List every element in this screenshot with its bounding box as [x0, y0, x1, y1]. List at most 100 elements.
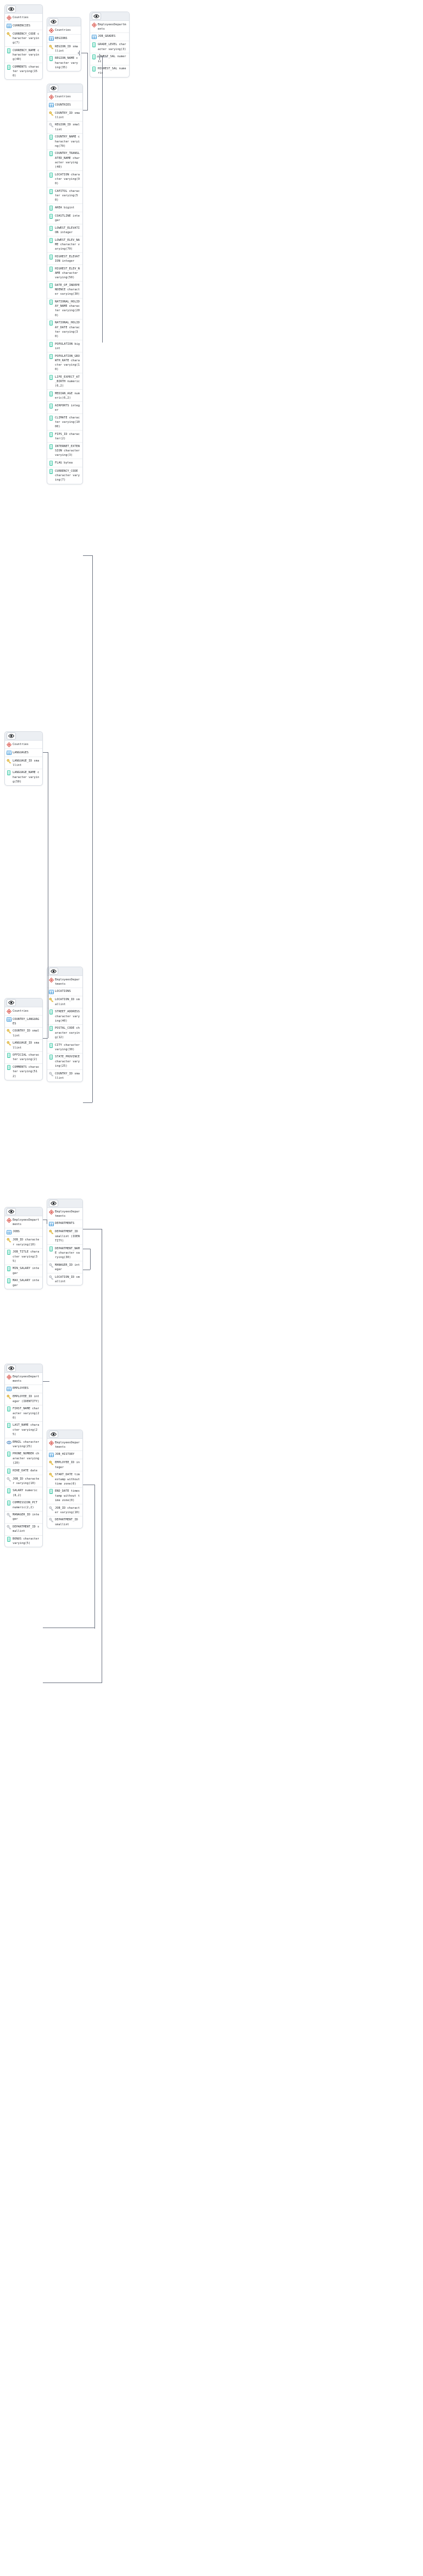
column-fk[interactable]: REGION_ID smallint — [47, 122, 82, 134]
column-col[interactable]: FIRST_NAME character varying(20) — [5, 1405, 42, 1422]
column-col[interactable]: CLIMATE character varying(1000) — [47, 414, 82, 431]
table-name[interactable]: DEPARTMENTS — [47, 1220, 82, 1228]
schema-name[interactable]: EmployeesDepartments — [90, 21, 129, 33]
table-name[interactable]: LOCATIONS — [47, 988, 82, 996]
column-col[interactable]: LAST_NAME character varying(25) — [5, 1422, 42, 1439]
column-col[interactable]: COMMENTS character varying(150) — [5, 63, 42, 79]
column-pk[interactable]: DEPARTMENT_ID smallint (IDENTITY) — [47, 1228, 82, 1245]
schema-name[interactable]: Countries — [5, 1007, 42, 1016]
column-fk[interactable]: JOB_ID character varying(10) — [47, 1504, 82, 1516]
column-col[interactable]: MAX_SALARY integer — [5, 1277, 42, 1289]
column-fk[interactable]: MANAGER_ID integer — [47, 1261, 82, 1274]
column-col[interactable]: HIGHEST_ELEV_NAME character varying(50) — [47, 265, 82, 282]
visibility-toggle-button[interactable] — [49, 1431, 58, 1438]
column-col[interactable]: FIPS_ID character(2) — [47, 431, 82, 443]
schema-name[interactable]: Countries — [47, 26, 81, 35]
column-col[interactable]: CAPITOL character varying(50) — [47, 187, 82, 205]
column-col[interactable]: INTERNET_EXTENSION character varying(3) — [47, 443, 82, 460]
column-fk[interactable]: DEPARTMENT_ID smallint — [47, 1516, 82, 1528]
schema-name[interactable]: Countries — [47, 93, 82, 101]
column-col[interactable]: STATE_PROVINCE character varying(25) — [47, 1053, 82, 1071]
column-pk[interactable]: LOCATION_ID smallint — [47, 996, 82, 1008]
table-name[interactable]: JOB_GRADES — [90, 33, 129, 41]
column-pk[interactable]: LANGUAGE_ID smallint — [5, 757, 42, 769]
table-name[interactable]: COUNTRIES — [47, 101, 82, 109]
column-col[interactable]: NATIONAL_HOLIDAY_NAME character varying(… — [47, 299, 82, 319]
column-fk[interactable]: MANAGER_ID integer — [5, 1512, 42, 1524]
table-name[interactable]: CURRENCIES — [5, 22, 42, 30]
schema-name[interactable]: EmployeesDepartments — [47, 1208, 82, 1220]
column-col[interactable]: END_DATE timestamp without time zone(0) — [47, 1488, 82, 1505]
column-col[interactable]: BONUS character varying(5) — [5, 1536, 42, 1547]
visibility-toggle-button[interactable] — [7, 1365, 16, 1372]
visibility-toggle-button[interactable] — [7, 5, 16, 13]
column-col[interactable]: GRADE_LEVEL character varying(3) — [90, 41, 129, 53]
table-name[interactable]: JOB_HISTORY — [47, 1451, 82, 1459]
column-col[interactable]: FLAG bytea — [47, 459, 82, 468]
column-pk[interactable]: START_DATE timestamp without time zone(0… — [47, 1471, 82, 1488]
table-name[interactable]: REGIONS — [47, 35, 81, 43]
schema-name[interactable]: EmployeesDepartments — [47, 1439, 82, 1451]
column-col[interactable]: MIN_SALARY integer — [5, 1265, 42, 1277]
column-col[interactable]: CURRENCY_CODE character varying(7) — [47, 467, 82, 483]
visibility-toggle-button[interactable] — [49, 18, 58, 25]
visibility-toggle-button[interactable] — [7, 1208, 16, 1215]
column-col[interactable]: HIGHEST_SAL numeric — [90, 65, 129, 77]
column-fk[interactable]: COUNTRY_ID smallint — [47, 1070, 82, 1082]
visibility-toggle-button[interactable] — [92, 13, 101, 20]
column-col[interactable]: AIRPORTS integer — [47, 402, 82, 415]
column-col[interactable]: LOWEST_ELEV_NAME character varying(70) — [47, 236, 82, 253]
visibility-toggle-button[interactable] — [7, 999, 16, 1006]
column-col[interactable]: COUNTRY_TRANSLATED_NAME character varyin… — [47, 150, 82, 172]
schema-name[interactable]: EmployeesDepartments — [5, 1373, 42, 1385]
column-col[interactable]: PHONE_NUMBER character varying(20) — [5, 1450, 42, 1468]
column-col[interactable]: REGION_NAME character varying(35) — [47, 55, 81, 71]
column-col[interactable]: COMMENTS character varying(512) — [5, 1064, 42, 1080]
column-col[interactable]: AREA bigint — [47, 204, 82, 213]
column-fk[interactable]: DEPARTMENT_ID smallint — [5, 1524, 42, 1536]
column-col[interactable]: LIFE_EXPECT_AT_BIRTH numeric(6,2) — [47, 373, 82, 390]
column-col[interactable]: LOWEST_ELEVATION integer — [47, 224, 82, 237]
column-pk[interactable]: COUNTRY_ID smallint — [47, 109, 82, 122]
schema-name[interactable]: EmployeesDepartments — [5, 1216, 42, 1228]
column-col[interactable]: JOB_TITLE character varying(35) — [5, 1249, 42, 1265]
column-pk[interactable]: CURRENCY_CODE character varying(7) — [5, 30, 42, 47]
table-name[interactable]: EMPLOYEES — [5, 1385, 42, 1393]
visibility-toggle-button[interactable] — [49, 85, 58, 92]
column-col[interactable]: NATIONAL_HOLIDAY_DATE character varying(… — [47, 319, 82, 341]
visibility-toggle-button[interactable] — [7, 732, 16, 740]
column-col[interactable]: CITY character varying(30) — [47, 1041, 82, 1053]
column-col[interactable]: LOCATION character varying(90) — [47, 171, 82, 188]
column-pk[interactable]: REGION_ID smallint — [47, 43, 81, 55]
column-pk[interactable]: EMPLOYEE_ID integer — [47, 1459, 82, 1471]
column-col[interactable]: HIGHEST_ELEVATION integer — [47, 253, 82, 266]
column-pk[interactable]: EMPLOYEE_ID integer (IDENTITY) — [5, 1393, 42, 1405]
column-col[interactable]: DATE_OF_INDEPENDENCE character varying(3… — [47, 282, 82, 299]
column-col[interactable]: POSTAL_CODE character varying(12) — [47, 1025, 82, 1042]
column-col[interactable]: STREET_ADDRESS character varying(40) — [47, 1008, 82, 1025]
column-pk[interactable]: JOB_ID character varying(10) — [5, 1237, 42, 1249]
column-col[interactable]: SALARY numeric(8,2) — [5, 1487, 42, 1499]
column-col[interactable]: POPULATION bigint — [47, 340, 82, 353]
column-fk[interactable]: JOB_ID character varying(10) — [5, 1475, 42, 1487]
column-col[interactable]: LANGUAGE_NAME character varying(50) — [5, 769, 42, 785]
visibility-toggle-button[interactable] — [49, 1200, 58, 1207]
visibility-toggle-button[interactable] — [49, 968, 58, 975]
column-col[interactable]: CURRENCY_NAME character varying(40) — [5, 47, 42, 64]
column-col[interactable]: POPULATION_GROWTH_RATE character varying… — [47, 352, 82, 374]
column-fk[interactable]: LOCATION_ID smallint — [47, 1273, 82, 1285]
column-pk[interactable]: LANGUAGE_ID smallint — [5, 1040, 42, 1052]
column-col[interactable]: OFFICIAL character varying(2) — [5, 1052, 42, 1064]
column-col[interactable]: COUNTRY_NAME character varying(70) — [47, 134, 82, 150]
column-col[interactable]: COMMISSION_PCT numeric(2,2) — [5, 1499, 42, 1512]
